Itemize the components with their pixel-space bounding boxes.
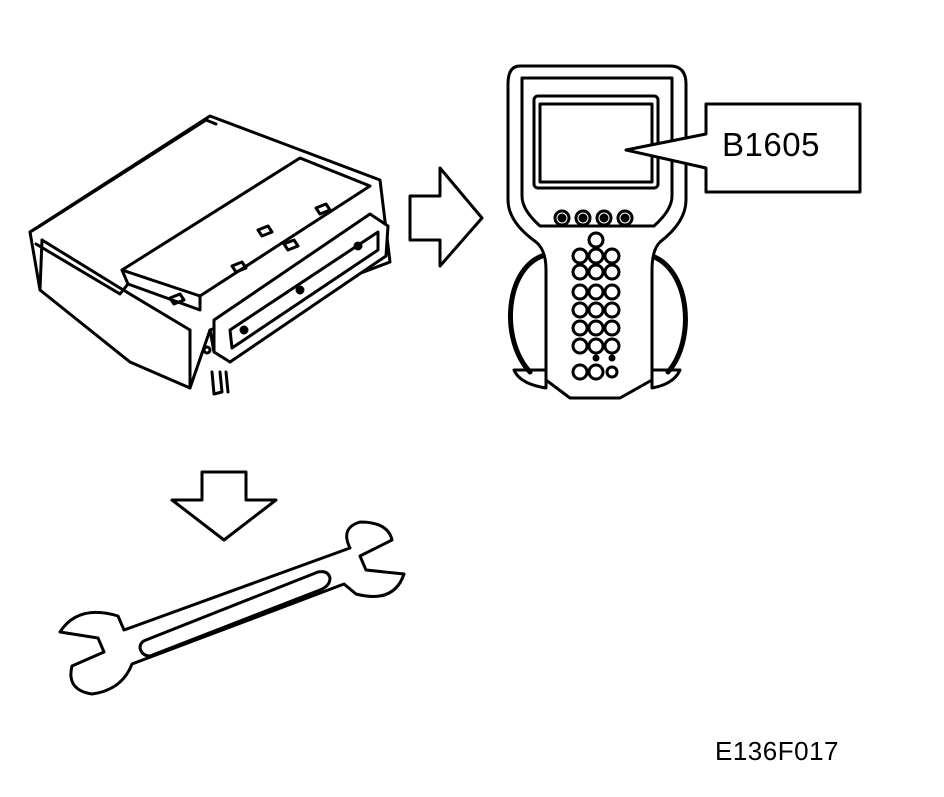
figure-code: E136F017 — [715, 736, 839, 766]
fault-code-text: B1605 — [722, 126, 820, 163]
wrench-icon — [60, 522, 404, 694]
callout-box — [626, 104, 860, 192]
arrow-down-icon — [172, 472, 276, 540]
scan-tool-icon — [508, 66, 686, 398]
control-module-icon — [30, 116, 390, 394]
arrow-right-icon — [410, 168, 482, 266]
